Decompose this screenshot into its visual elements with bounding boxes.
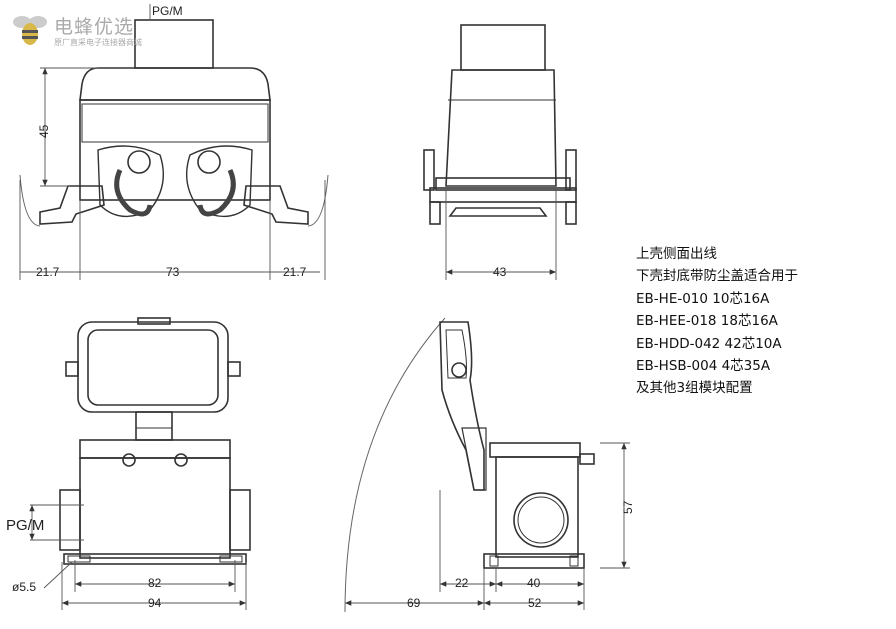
front-view-lower-housing: [59, 317, 251, 565]
note-line: EB-HDD-042 42芯10A: [636, 335, 782, 352]
dim-right-21-7: 21.7: [283, 265, 307, 279]
side-view-upper-housing: [423, 24, 577, 225]
dim-left-21-7: 21.7: [36, 265, 60, 279]
dim-69: 69: [407, 596, 421, 610]
thread-label-top: PG/M: [152, 4, 183, 18]
logo-tagline: 原厂直采电子连接器商城: [54, 38, 142, 47]
note-line: 下壳封底带防尘盖适合用于: [636, 268, 798, 285]
dim-52: 52: [528, 596, 542, 610]
dim-94: 94: [148, 596, 162, 610]
note-line: EB-HEE-018 18芯16A: [636, 313, 778, 330]
dim-82: 82: [148, 576, 162, 590]
dim-22: 22: [455, 576, 469, 590]
dim-center-73: 73: [166, 265, 180, 279]
hole-diameter-label: ø5.5: [12, 580, 36, 594]
side-view-lower-housing: [344, 317, 595, 613]
dim-width-43: 43: [493, 265, 507, 279]
brand-logo: 电蜂优选 原厂直采电子连接器商城: [8, 8, 168, 50]
front-bottom-dimensions: [29, 504, 247, 610]
spec-notes: 上壳侧面出线 下壳封底带防尘盖适合用于 EB-HE-010 10芯16A EB-…: [636, 243, 876, 400]
front-top-dimensions: [19, 4, 326, 280]
side-bottom-dimensions: [345, 442, 630, 610]
note-line: 上壳侧面出线: [636, 246, 717, 262]
bee-logo-icon: [13, 16, 47, 45]
note-line: EB-HSB-004 4芯35A: [636, 358, 771, 375]
dim-57: 57: [621, 500, 635, 514]
logo-title: 电蜂优选: [54, 16, 135, 38]
side-top-dimensions: [445, 190, 557, 280]
note-line: 及其他3组模块配置: [636, 380, 753, 397]
dim-40: 40: [527, 576, 541, 590]
note-line: EB-HE-010 10芯16A: [636, 290, 770, 307]
front-view-upper-housing: [19, 19, 329, 227]
height-45-label: 45: [37, 124, 51, 138]
thread-label-bottom: PG/M: [6, 517, 44, 534]
